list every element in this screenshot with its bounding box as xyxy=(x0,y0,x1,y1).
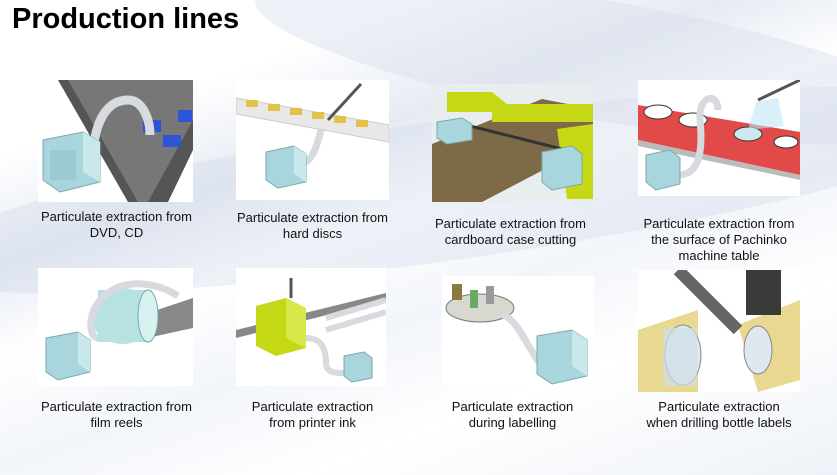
image-dvd-cd xyxy=(38,80,193,202)
image-cardboard-cutting xyxy=(432,84,593,202)
image-hard-discs xyxy=(236,80,389,200)
image-film-reels xyxy=(38,268,193,386)
page-title: Production lines xyxy=(12,3,240,35)
image-pachinko-table xyxy=(638,80,800,196)
image-drilling-bottle-labels xyxy=(638,270,800,392)
image-labelling xyxy=(442,276,594,386)
image-printer-ink xyxy=(236,268,386,386)
